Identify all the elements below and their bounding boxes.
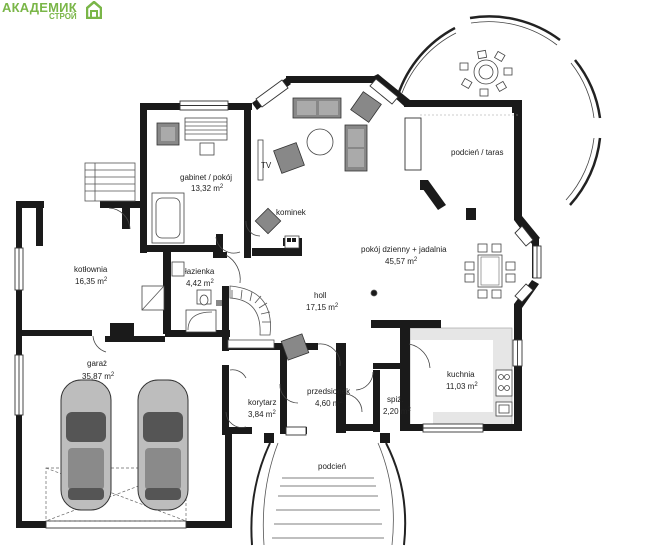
korytarz-area: 3,84 m2 (248, 410, 276, 419)
pokoj-area: 45,57 m2 (385, 257, 418, 266)
gabinet-furniture (151, 117, 228, 244)
przedsionek-area: 4,60 m2 (315, 399, 343, 408)
dining-table (464, 243, 516, 299)
kitchen-stove (495, 369, 513, 417)
garaz-area: 35,87 m2 (82, 372, 115, 381)
lazienka-area: 4,42 m2 (186, 279, 214, 288)
spiz-name: spiż. (387, 395, 403, 404)
spiz-area: 2,20 m2 (383, 407, 411, 416)
bathroom-fixtures (171, 261, 222, 333)
podcien-taras-name: podcień / taras (451, 148, 503, 157)
pokoj-name: pokój dzienny + jadalnia (361, 245, 447, 254)
door-swings (92, 207, 431, 428)
kominek-label: kominek (276, 208, 307, 217)
przedsionek-name: przedsionek (307, 387, 351, 396)
kitchen-counter (410, 328, 512, 428)
korytarz-name: korytarz (248, 398, 276, 407)
gabinet-name: gabinet / pokój (180, 173, 232, 182)
hol-area: 17,15 m2 (306, 303, 339, 312)
kuchnia-area: 11,03 m2 (446, 382, 478, 391)
brand-name: АКАДЕМИК (2, 0, 77, 15)
car-right-icon (137, 379, 189, 511)
gabinet-area: 13,32 m2 (191, 184, 224, 193)
room-labels: gabinet / pokój 13,32 m2 kotłownia 16,35… (74, 148, 503, 471)
tv-label: TV (261, 161, 272, 170)
hol-name: holl (314, 291, 327, 300)
kotlownia-name: kotłownia (74, 265, 108, 274)
house-logo-icon (86, 1, 102, 19)
living-furniture (254, 91, 382, 249)
porch-steps (262, 442, 394, 546)
car-left-icon (60, 379, 112, 511)
porch (250, 442, 407, 546)
garaz-name: garaż (87, 359, 107, 368)
kotlownia-area: 16,35 m2 (75, 277, 108, 286)
podcien-name: podcień (318, 462, 346, 471)
hall-stairs (227, 285, 378, 361)
windows (14, 78, 542, 529)
brand-sub: СТРОЙ (49, 12, 77, 21)
terrace-arcs (396, 15, 602, 206)
boiler-box (141, 285, 165, 311)
outer-stairs (84, 162, 136, 202)
kuchnia-name: kuchnia (447, 370, 475, 379)
terrace-table (459, 49, 513, 97)
lazienka-name: łazienka (185, 267, 215, 276)
terrace-pillar (512, 105, 520, 113)
